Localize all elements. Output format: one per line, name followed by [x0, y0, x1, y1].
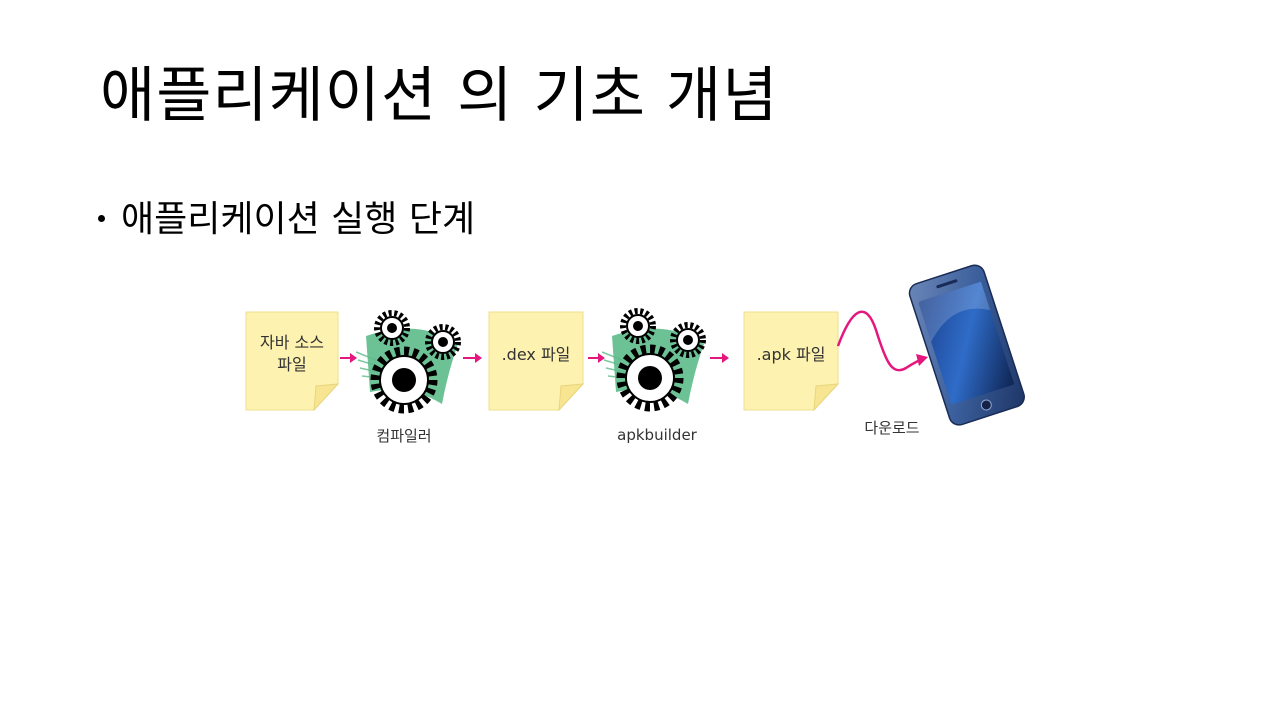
bullet-text: 애플리케이션 실행 단계: [121, 199, 476, 240]
apkbuilder-caption: apkbuilder: [617, 426, 698, 444]
smartphone-home-button: [980, 399, 992, 411]
apk-file-note-fold: [813, 383, 840, 412]
compiler-gears-icon: [355, 310, 461, 414]
apk-file-note-label: .apk 파일: [757, 345, 826, 364]
download-caption: 다운로드: [864, 419, 919, 437]
apk-file-note: .apk 파일: [743, 311, 840, 412]
java-source-note-fold: [313, 383, 340, 412]
java-source-note: 자바 소스 파일: [245, 311, 340, 412]
dex-file-note: .dex 파일: [488, 311, 585, 412]
arrow-apkbuilder-to-apk: [710, 353, 729, 363]
dex-file-note-fold: [558, 383, 585, 412]
arrow-source-to-compiler: [340, 353, 357, 363]
bullet-item: 애플리케이션 실행 단계: [98, 190, 475, 242]
bullet-dot-icon: [98, 214, 105, 222]
slide-title: 애플리케이션 의 기초 개념: [100, 61, 779, 131]
download-wave-arrow: [836, 310, 928, 372]
java-source-note-line2: 파일: [277, 355, 306, 374]
arrow-compiler-to-dex: [463, 353, 482, 363]
apkbuilder-gears-icon: [601, 308, 706, 412]
compiler-caption: 컴파일러: [376, 427, 431, 445]
java-source-note-line1: 자바 소스: [260, 333, 324, 352]
smartphone-screen: [918, 282, 1014, 405]
smartphone-icon: [908, 264, 1025, 426]
dex-file-note-label: .dex 파일: [502, 345, 571, 364]
arrow-dex-to-apkbuilder: [588, 353, 605, 363]
